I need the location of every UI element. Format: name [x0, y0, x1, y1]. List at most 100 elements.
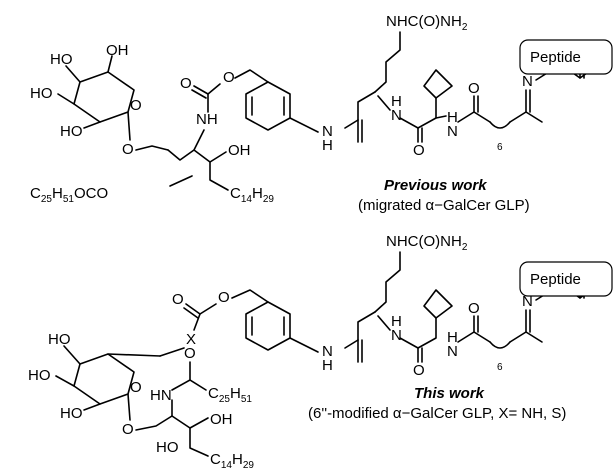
x-linker: X	[186, 331, 196, 348]
benzene-ring-2	[245, 301, 291, 351]
anilide-h: H	[322, 137, 333, 154]
urea-side-chain-bond	[374, 31, 401, 93]
ester-bond-2	[199, 303, 217, 315]
acyl-chain-bond	[189, 379, 207, 391]
amide-h2-2: H	[447, 329, 458, 346]
anilide-n-2: N	[322, 343, 333, 360]
c4-oh-bond-2	[63, 345, 81, 365]
peptide-box-bottom	[519, 261, 613, 297]
valine-isopropyl-bond-2	[423, 289, 453, 319]
glycosidic-chain-2	[135, 415, 173, 431]
arg-carbonyl-bond-2	[344, 339, 359, 349]
valine-isopropyl-bond	[423, 69, 453, 99]
this-work-title: This work	[414, 385, 485, 402]
galactose-ring-2	[73, 353, 135, 405]
methylene-repeat-bracket-2	[489, 341, 511, 349]
this-work-caption: (6''-modified α−GalCer GLP, X= NH, S)	[308, 405, 566, 422]
sphingosine-chain-2-2	[189, 427, 209, 457]
this-work-structure: NHC(O)NH2 H N O H N O 6 N O O NH N H	[28, 233, 613, 471]
hydroxyl-oh-2: OH	[210, 411, 233, 428]
carbamate-o2: O	[223, 69, 235, 86]
hydroxyl-oh2: OH	[228, 142, 251, 159]
galactose-ring	[73, 71, 135, 123]
amide-o2: O	[468, 80, 480, 97]
hydroxyl-oh1: OH	[106, 42, 129, 59]
hydroxyl-ho1-2: HO	[48, 331, 71, 348]
amide-o2-2: O	[468, 300, 480, 317]
sphingosine-chain-2	[193, 149, 227, 163]
amide-bond-2	[435, 115, 447, 119]
valine-backbone-bond	[399, 97, 437, 129]
carbamate-chain	[207, 83, 221, 113]
peptide-label-bottom: Peptide	[530, 271, 581, 288]
linker-chain-2-2	[509, 331, 543, 343]
amide-h2: H	[447, 109, 458, 126]
x-linker-bond	[193, 313, 201, 331]
hydroxyl-ho4: HO	[156, 439, 179, 456]
oxime-n: N	[522, 73, 533, 90]
amide-h1-2: H	[391, 313, 402, 330]
anilide-h-2: H	[322, 357, 333, 374]
amide-o1: O	[413, 142, 425, 159]
c4-oh-bond	[65, 65, 81, 83]
c2-oh-bond-2	[83, 403, 101, 411]
arg-backbone-bond-2	[357, 311, 376, 341]
c14-chain-label-2: C14H29	[210, 451, 254, 471]
c3-oh-bond-2	[55, 375, 75, 387]
hydroxyl-ho2: HO	[30, 85, 53, 102]
ester-bond	[169, 175, 193, 187]
amide-hn: HN	[150, 387, 172, 404]
glycosidic-o-2: O	[122, 421, 134, 438]
carbamate-nh: NH	[196, 111, 218, 128]
linker-chain-2	[509, 111, 543, 123]
x-c6-bond	[159, 347, 185, 357]
anomeric-bond	[127, 111, 131, 141]
previous-work-title: Previous work	[384, 177, 487, 194]
c6-bond	[107, 55, 113, 73]
c6-bond-2	[107, 353, 161, 357]
ester-carbonyl	[185, 303, 201, 315]
hydroxyl-ho1: HO	[50, 51, 73, 68]
linker-chain-1	[457, 111, 491, 123]
anilide-aryl-bond-2	[289, 337, 319, 353]
sphingosine-chain-2-1	[171, 415, 209, 429]
ester-o: O	[218, 289, 230, 306]
acyl-chain-label: C25H51	[208, 385, 252, 405]
urea-label: NHC(O)NH2	[386, 13, 468, 33]
carbamate-carbonyl-double	[191, 89, 207, 99]
benzene-ring	[245, 81, 291, 131]
amide-bond-1-2	[377, 315, 391, 331]
glycosidic-o: O	[122, 141, 134, 158]
urea-side-chain-bond-2	[374, 251, 401, 313]
valine-backbone-bond-2	[399, 317, 437, 349]
amide-n1-2: N	[391, 327, 402, 344]
arg-carbonyl-bond	[344, 119, 359, 129]
carbamate-o1: O	[180, 75, 192, 92]
amide-h1: H	[391, 93, 402, 110]
acyl-amide-bond	[171, 361, 191, 391]
amide-n2: N	[447, 123, 458, 140]
previous-work-structure: NHC(O)NH2 H N O H N O 6 N O O N	[30, 13, 613, 214]
oxime-n-2: N	[522, 293, 533, 310]
amide-n1: N	[391, 107, 402, 124]
c14-chain-label: C14H29	[230, 185, 274, 205]
ester-carbonyl-double	[183, 307, 199, 319]
hydroxyl-ho2-2: HO	[28, 367, 51, 384]
ester-carbonyl-o: O	[172, 291, 184, 308]
previous-work-caption: (migrated α−GalCer GLP)	[358, 197, 530, 214]
arg-backbone-bond	[357, 91, 376, 121]
chain-repeat-subscript-2: 6	[497, 362, 503, 373]
anilide-n: N	[322, 123, 333, 140]
sphingosine-chain-3	[209, 161, 229, 191]
glycosidic-chain	[135, 145, 169, 151]
ring-o-2: O	[130, 379, 142, 396]
peptide-box-top	[519, 39, 613, 75]
c3-oh-bond	[57, 93, 75, 105]
amide-o1-2: O	[413, 362, 425, 379]
methylene-repeat-bracket	[489, 121, 511, 129]
hydroxyl-ho3-2: HO	[60, 405, 83, 422]
c2-oh-bond	[83, 121, 101, 129]
amide-n2-2: N	[447, 343, 458, 360]
